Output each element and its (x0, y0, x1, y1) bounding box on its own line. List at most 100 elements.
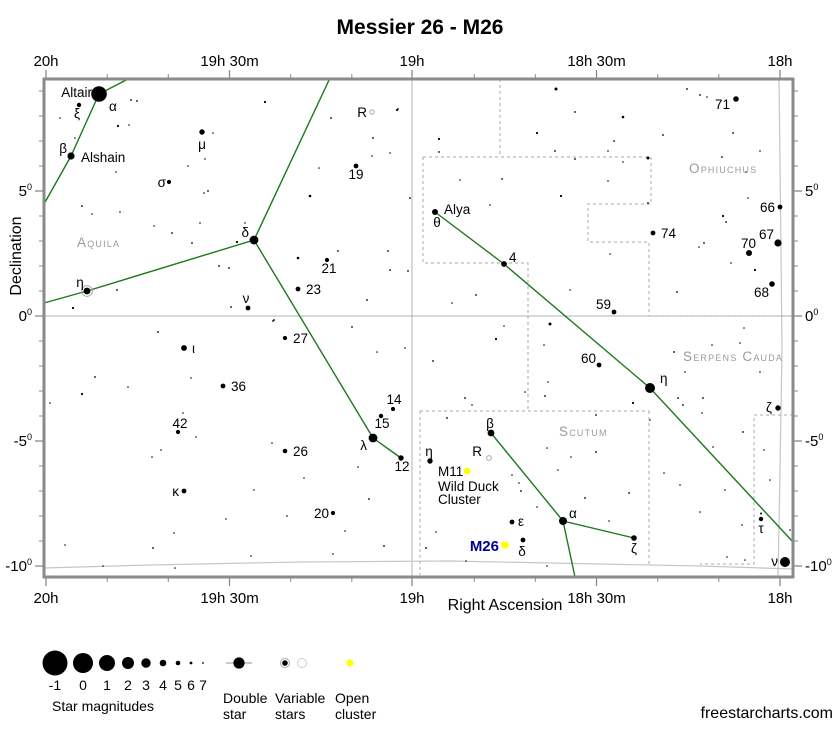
faint-star (153, 225, 155, 227)
constellation-boundary (587, 157, 652, 316)
faint-star (102, 565, 104, 567)
star-label: M26 (470, 538, 499, 555)
legend-magnitude-dot (141, 658, 151, 668)
faint-star (543, 344, 545, 346)
star-label: η (425, 444, 433, 459)
dec-tick-label: -50 (805, 432, 823, 450)
legend-magnitude-value: 4 (159, 677, 167, 693)
star-label: 19 (348, 167, 363, 182)
faint-star (511, 474, 513, 476)
faint-star (725, 221, 727, 223)
faint-star (503, 325, 505, 327)
star-label: δ (241, 225, 249, 240)
faint-star (536, 506, 538, 508)
faint-star (471, 404, 473, 406)
constellation-lines (43, 77, 794, 578)
faint-star (218, 265, 220, 267)
star-label: μ (198, 137, 206, 152)
faint-star (570, 456, 572, 458)
open-cluster-marker (501, 541, 509, 549)
faint-star (759, 371, 761, 373)
star-label: ν (243, 291, 250, 306)
faint-star (743, 327, 745, 329)
faint-star (366, 299, 368, 301)
faint-star (494, 337, 498, 341)
star (611, 309, 617, 315)
star-label: τ (758, 521, 764, 536)
footer-website-link[interactable]: freestarcharts.com (700, 705, 833, 722)
faint-star (684, 371, 686, 373)
star-label: R (357, 105, 367, 120)
constellation-line (562, 520, 576, 578)
star-label: Alshain (81, 150, 125, 165)
reference-curve (43, 560, 794, 570)
page-title: Messier 26 - M26 (336, 16, 504, 39)
ra-tick-label: 18h (767, 53, 792, 70)
faint-star (332, 553, 334, 555)
star (330, 510, 336, 516)
star-label: 68 (754, 285, 769, 300)
star (245, 305, 251, 311)
faint-star (271, 442, 273, 444)
faint-star (547, 381, 549, 383)
open-clusters (463, 467, 509, 549)
star-label: ζ (631, 541, 637, 556)
faint-star (368, 498, 370, 500)
faint-star (212, 132, 214, 134)
star (353, 163, 359, 169)
faint-star (518, 482, 520, 484)
x-axis-title: Right Ascension (447, 597, 563, 614)
y-axis-title: Declination (8, 216, 25, 296)
faint-star (699, 511, 701, 513)
star (282, 448, 288, 454)
faint-star (250, 555, 252, 557)
faint-star (116, 289, 118, 291)
chart-frame (42, 77, 795, 579)
faint-star (763, 449, 765, 451)
legend-magnitude-dot (73, 653, 93, 673)
faint-star (330, 117, 332, 119)
faint-star (607, 150, 609, 152)
faint-star (628, 492, 630, 494)
faint-star (703, 242, 705, 244)
star-label: Cluster (438, 492, 481, 507)
star-label: M11 (438, 464, 463, 479)
faint-star (425, 547, 427, 549)
faint-star (204, 158, 206, 160)
faint-star (128, 124, 130, 126)
faint-star (432, 360, 434, 362)
ra-tick-label: 18h 30m (567, 53, 625, 70)
faint-star (475, 294, 477, 296)
star-label: 14 (386, 392, 402, 407)
star (324, 257, 330, 263)
constellation-boundary (422, 157, 529, 411)
faint-star (544, 395, 546, 397)
faint-star (191, 242, 193, 244)
faint-star (171, 232, 173, 234)
legend-double-star-label: Double (223, 690, 268, 706)
legend-variable-dot (282, 660, 288, 666)
faint-star (647, 202, 649, 204)
faint-star (371, 155, 373, 157)
legend-variable-label: stars (275, 706, 305, 722)
legend-magnitude-dot (159, 659, 167, 667)
legend-magnitude-dot (99, 655, 115, 671)
star (774, 239, 782, 247)
dec-tick-label: 50 (805, 182, 818, 200)
faint-star (235, 240, 239, 244)
faint-star (744, 559, 746, 561)
faint-star (520, 490, 522, 492)
star (91, 86, 107, 102)
legend-double-star-dot (233, 657, 245, 669)
faint-star (747, 197, 749, 199)
faint-star (187, 165, 189, 167)
faint-star (173, 532, 175, 534)
faint-star (160, 449, 162, 451)
faint-star (387, 250, 389, 252)
faint-star (742, 431, 744, 433)
constellation-label: Ophiuchus (689, 161, 757, 176)
star-label: 66 (760, 200, 775, 215)
faint-star (574, 158, 576, 160)
legend-magnitude-value: 7 (199, 677, 207, 693)
faint-star (372, 137, 374, 139)
